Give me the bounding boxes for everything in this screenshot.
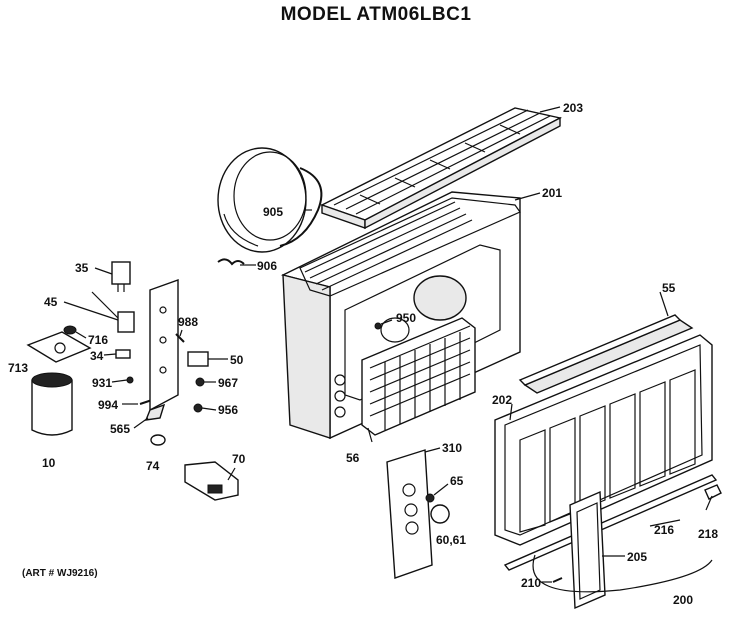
part-screw-931 [126,376,134,384]
assembly-brace-200 [532,554,713,593]
part-control-panel [386,449,433,579]
part-evaporator-coil [361,317,476,436]
part-knob-60-61 [430,504,450,524]
part-switch-45 [91,291,135,333]
part-filter-door [569,490,606,610]
callout-10: 10 [42,456,56,470]
part-grommet-716 [63,325,77,335]
callout-202: 202 [492,393,512,407]
callout-60-61: 60,61 [436,533,466,547]
callout-35: 35 [75,261,89,275]
callout-218: 218 [698,527,718,541]
part-air-filter [518,314,694,394]
callout-203: 203 [563,101,583,115]
part-screw-988 [175,333,185,343]
part-fan-shroud [217,147,323,253]
callout-905: 905 [263,205,283,219]
diagram-title: MODEL ATM06LBC1 [280,4,472,25]
callout-950: 950 [396,311,416,325]
callout-967: 967 [218,376,238,390]
part-front-panel [494,334,713,546]
part-relay-35 [111,261,131,292]
part-clip-906 [217,258,245,266]
callout-200: 200 [673,593,693,607]
callout-56: 56 [346,451,360,465]
part-clip-218 [704,484,722,500]
callout-74: 74 [146,459,160,473]
part-967 [195,377,205,387]
callout-201: 201 [542,186,562,200]
part-knob-65 [425,493,435,503]
callout-994: 994 [98,398,118,412]
part-capacitor-10 [31,372,73,436]
callout-205: 205 [627,550,647,564]
art-number: (ART # WJ9216) [22,568,98,579]
leader-lines [63,106,713,583]
callout-45: 45 [44,295,58,309]
callout-210: 210 [521,576,541,590]
part-cap-34 [115,349,131,359]
callout-565: 565 [110,422,130,436]
callout-labels: 203 201 905 906 35 45 716 713 34 988 50 … [8,101,718,607]
callout-216: 216 [654,523,674,537]
callout-70: 70 [232,452,246,466]
part-pin-210 [552,577,563,583]
part-bracket-713 [26,331,92,363]
callout-988: 988 [178,315,198,329]
part-mount-bracket-565 [144,279,179,421]
part-74 [150,434,166,446]
callout-931: 931 [92,376,112,390]
callout-716: 716 [88,333,108,347]
callout-906: 906 [257,259,277,273]
callout-310: 310 [442,441,462,455]
part-screw-950 [374,319,393,330]
callout-55: 55 [662,281,676,295]
part-top-grille [320,107,563,230]
part-switch-50 [187,351,209,367]
callout-34: 34 [90,349,104,363]
part-strip-216 [503,474,718,571]
part-heater-70 [184,461,239,501]
callout-65: 65 [450,474,464,488]
callout-956: 956 [218,403,238,417]
callout-50: 50 [230,353,244,367]
callout-713: 713 [8,361,28,375]
part-956 [193,403,203,413]
